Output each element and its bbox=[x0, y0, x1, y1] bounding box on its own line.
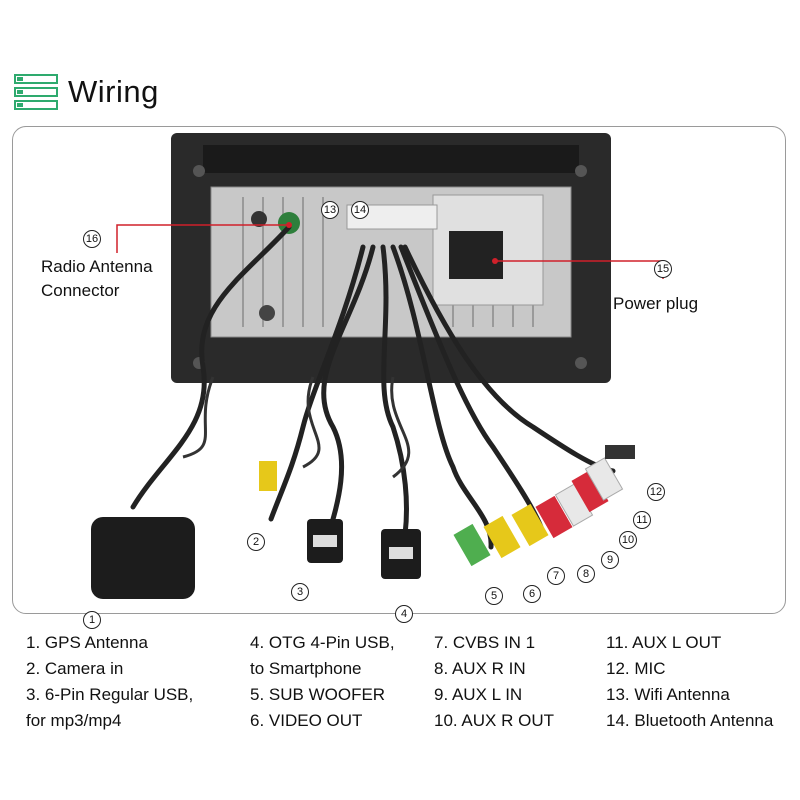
legend-column-2: 4. OTG 4-Pin USB, to Smartphone 5. SUB W… bbox=[250, 630, 395, 734]
legend-item: 1. GPS Antenna bbox=[26, 633, 148, 652]
legend-item: 10. AUX R OUT bbox=[434, 711, 554, 730]
legend-item: 5. SUB WOOFER bbox=[250, 685, 386, 704]
section-title: Wiring bbox=[68, 74, 159, 109]
legend-item: 11. AUX L OUT bbox=[606, 633, 722, 652]
legend-item: 14. Bluetooth Antenna bbox=[606, 711, 774, 730]
callout-number-3: 3 bbox=[291, 583, 309, 601]
callout-number-5: 5 bbox=[485, 587, 503, 605]
callout-number-11: 11 bbox=[633, 511, 651, 529]
wiring-diagram-frame: 16 Radio Antenna Connector 15 Power plug… bbox=[12, 126, 786, 629]
callout-number-14: 14 bbox=[351, 201, 369, 219]
list-icon bbox=[14, 74, 58, 110]
legend-item: 9. AUX L IN bbox=[434, 685, 523, 704]
legend-column-4: 11. AUX L OUT 12. MIC 13. Wifi Antenna 1… bbox=[606, 630, 773, 734]
power-connector bbox=[449, 231, 503, 279]
legend-item: 6. VIDEO OUT bbox=[250, 711, 363, 730]
section-header: Wiring bbox=[14, 72, 159, 112]
legend-item: 7. CVBS IN 1 bbox=[434, 633, 536, 652]
callout-number-2: 2 bbox=[247, 533, 265, 551]
callout-number-1: 1 bbox=[83, 611, 101, 629]
callout-number-15: 15 bbox=[654, 260, 672, 278]
callout-number-8: 8 bbox=[577, 565, 595, 583]
callout-number-13: 13 bbox=[321, 201, 339, 219]
camera-rca bbox=[259, 461, 277, 491]
wiring-legend: 1. GPS Antenna 2. Camera in 3. 6-Pin Reg… bbox=[0, 630, 800, 750]
callout-number-10: 10 bbox=[619, 531, 637, 549]
legend-item: 8. AUX R IN bbox=[434, 659, 526, 678]
callout-number-7: 7 bbox=[547, 567, 565, 585]
callout-number-4: 4 bbox=[395, 605, 413, 623]
callout-number-9: 9 bbox=[601, 551, 619, 569]
legend-column-1: 1. GPS Antenna 2. Camera in 3. 6-Pin Reg… bbox=[26, 630, 193, 734]
radio-antenna-label: Radio Antenna Connector bbox=[41, 257, 153, 300]
legend-item: 12. MIC bbox=[606, 659, 666, 678]
legend-item: for mp3/mp4 bbox=[26, 711, 122, 730]
legend-item: 4. OTG 4-Pin USB, bbox=[250, 633, 395, 652]
legend-item: 13. Wifi Antenna bbox=[606, 685, 730, 704]
legend-item: 3. 6-Pin Regular USB, bbox=[26, 685, 194, 704]
legend-item: 2. Camera in bbox=[26, 659, 124, 678]
legend-column-3: 7. CVBS IN 1 8. AUX R IN 9. AUX L IN 10.… bbox=[434, 630, 554, 734]
callout-number-12: 12 bbox=[647, 483, 665, 501]
head-unit-illustration bbox=[91, 133, 664, 599]
legend-item: to Smartphone bbox=[250, 659, 362, 678]
callout-number-6: 6 bbox=[523, 585, 541, 603]
power-plug-label: Power plug bbox=[613, 294, 699, 313]
rca-connectors bbox=[453, 445, 635, 567]
gps-antenna bbox=[91, 517, 195, 599]
callout-number-16: 16 bbox=[83, 230, 101, 248]
